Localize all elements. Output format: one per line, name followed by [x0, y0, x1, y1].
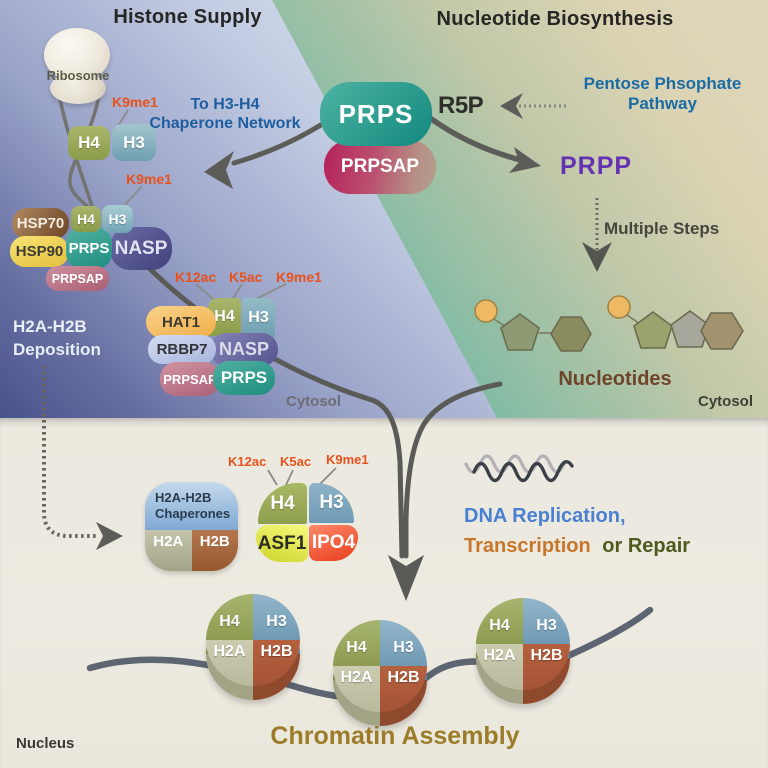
h2a-quadrant: H2A — [333, 666, 380, 712]
h4-histone-tab: H4 — [68, 126, 110, 160]
pentose-pathway-note: Pentose Phsophate Pathway — [560, 74, 765, 114]
h2b-quadrant: H2B — [380, 666, 427, 712]
multiple-steps-label: Multiple Steps — [604, 219, 720, 238]
prps-pill: PRPS — [66, 227, 112, 269]
chaperone-network-note: To H3-H4 Chaperone Network — [145, 96, 305, 134]
dna-replication-note-line2: Transcription or Repair — [464, 535, 690, 558]
k5ac-label: K5ac — [229, 269, 263, 285]
rbbp7-pill: RBBP7 — [148, 335, 216, 364]
h3-histone-tab: H3 — [102, 205, 133, 233]
k9me1-label: K9me1 — [126, 171, 172, 187]
k9me1-label: K9me1 — [276, 269, 322, 285]
deposition-line2: Deposition — [13, 339, 101, 359]
deposition-line1: H2A-H2B — [13, 317, 87, 336]
ribosome-small-subunit-icon — [50, 72, 106, 104]
pentose-line1: Pentose Phsophate — [583, 74, 742, 93]
h2a-h2b-chaperones-complex: H2A-H2B Chaperones H2A H2B — [145, 482, 238, 571]
h2a-h2b-deposition-note: H2A-H2B Deposition — [13, 316, 101, 362]
prps-pill: PRPS — [320, 82, 432, 146]
h2a-h2b-chaperones-label: H2A-H2B Chaperones — [145, 482, 238, 530]
h3-histone-tab: H3 — [242, 298, 275, 337]
chaperones-line1: H2A-H2B — [155, 489, 212, 505]
h4-quadrant: H4 — [333, 620, 380, 666]
h4-histone-tab: H4 — [71, 206, 101, 232]
r5p-label: R5P — [438, 92, 484, 119]
asf1-pill: ASF1 — [256, 525, 308, 562]
k9me1-label: K9me1 — [112, 94, 158, 110]
chaperone-note-line1: To H3-H4 — [190, 96, 260, 113]
h2b-histone-segment: H2B — [191, 530, 238, 571]
nasp-pill: NASP — [110, 227, 172, 270]
nucleosome: H4 H3 H2A H2B — [476, 598, 570, 706]
nucleosome: H4 H3 H2A H2B — [333, 620, 427, 728]
nucleotide-biosynthesis-title: Nucleotide Biosynthesis — [436, 8, 674, 30]
chaperones-line2: Chaperones — [155, 506, 231, 521]
h2b-quadrant: H2B — [523, 644, 570, 690]
prpp-label: PRPP — [560, 152, 633, 180]
cytosol-label-right: Cytosol — [698, 393, 754, 410]
h3-quadrant: H3 — [380, 620, 427, 666]
chaperone-note-line2: Chaperone Network — [149, 114, 301, 132]
dna-replication-note-line1: DNA Replication, — [464, 505, 626, 527]
k12ac-label: K12ac — [228, 454, 267, 469]
h3-quadrant: H3 — [253, 594, 300, 640]
cytosol-label-left: Cytosol — [286, 393, 342, 410]
h4-quadrant: H4 — [206, 594, 253, 640]
prpsap-pill: PRPSAP — [46, 266, 109, 291]
k5ac-label: K5ac — [280, 454, 312, 469]
h4-quadrant: H4 — [476, 598, 523, 644]
pentose-line2: Pathway — [628, 94, 697, 114]
prpsap-pill: PRPSAP — [324, 140, 436, 194]
hsp70-pill: HSP70 — [12, 208, 69, 239]
prps-pill: PRPS — [213, 361, 275, 395]
nucleosome: H4 H3 H2A H2B — [206, 594, 300, 702]
hat1-pill: HAT1 — [146, 306, 216, 338]
h2b-quadrant: H2B — [253, 640, 300, 686]
h3-histone-tab: H3 — [309, 483, 354, 523]
hsp90-pill: HSP90 — [10, 236, 69, 267]
histone-supply-title: Histone Supply — [113, 6, 262, 28]
k9me1-label: K9me1 — [326, 452, 369, 467]
nasp-pill: NASP — [210, 333, 278, 366]
transcription-text: Transcription — [464, 535, 591, 557]
ribosome-label: Ribosome — [46, 68, 110, 83]
repair-text: or Repair — [602, 535, 691, 557]
h2a-histone-segment: H2A — [145, 530, 192, 571]
h3-histone-tab: H3 — [112, 124, 156, 161]
h3-quadrant: H3 — [523, 598, 570, 644]
k12ac-label: K12ac — [175, 269, 217, 285]
prpsap-pill: PRPSAP — [160, 362, 220, 396]
nucleotides-label: Nucleotides — [558, 368, 672, 390]
chromatin-assembly-label: Chromatin Assembly — [270, 722, 520, 750]
nucleus-label: Nucleus — [16, 735, 75, 752]
